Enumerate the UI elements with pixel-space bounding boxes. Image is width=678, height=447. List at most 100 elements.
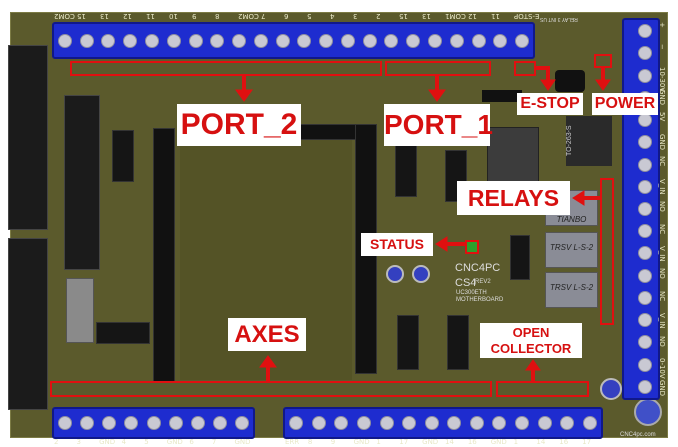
terminal-screw — [638, 313, 652, 328]
estop-label: E-STOP — [517, 93, 583, 115]
diode — [555, 70, 585, 92]
terminal-label: GND — [234, 438, 251, 446]
terminal-screw — [638, 135, 652, 150]
terminal-screw — [493, 33, 508, 48]
terminal-block-right — [622, 18, 660, 400]
terminal-screw — [168, 416, 183, 430]
pin-header-grey — [66, 278, 94, 343]
terminal-screw — [57, 33, 72, 48]
terminal-screw — [297, 33, 312, 48]
terminal-label: 1 — [376, 438, 381, 446]
terminal-screw — [58, 416, 73, 430]
terminal-screw — [101, 33, 116, 48]
status-label: STATUS — [361, 233, 433, 256]
terminal-screw — [402, 416, 417, 430]
status-led — [465, 240, 479, 254]
relay-3: TRSV L-S-2 — [545, 272, 598, 308]
terminal-screw — [124, 416, 139, 430]
terminal-screw — [471, 33, 486, 48]
terminal-screw — [638, 379, 652, 394]
terminal-screw — [537, 416, 552, 430]
terminal-screw — [144, 33, 159, 48]
terminal-screw — [638, 290, 652, 305]
status-arrow-head — [435, 236, 448, 252]
terminal-screw — [638, 268, 652, 283]
relay-2: TRSV L-S-2 — [545, 232, 598, 268]
terminal-screw — [424, 416, 439, 430]
terminal-label: 8 — [307, 438, 313, 446]
terminal-label: ERR — [285, 438, 300, 446]
terminal-screw — [638, 246, 652, 261]
terminal-screw — [123, 33, 138, 48]
relays-highlight — [600, 178, 614, 325]
terminal-label: 17 — [399, 438, 409, 446]
terminal-label: 5 — [144, 438, 149, 446]
terminal-screw — [638, 357, 652, 372]
terminal-screw — [428, 33, 443, 48]
ic-chip — [112, 130, 134, 182]
capacitor — [412, 265, 430, 283]
terminal-screw — [447, 416, 462, 430]
terminal-screw — [638, 46, 652, 61]
terminal-screw — [79, 33, 94, 48]
terminal-label: GND — [422, 438, 439, 446]
terminal-screw — [210, 33, 225, 48]
ic-chip — [510, 235, 530, 280]
terminal-screw — [492, 416, 507, 430]
terminal-label: 4 — [121, 438, 127, 446]
terminal-screw — [638, 157, 652, 172]
terminal-screw — [340, 33, 355, 48]
port-1-arrow-head — [428, 89, 446, 102]
potentiometer — [634, 398, 662, 426]
port-2-arrow-head — [235, 89, 253, 102]
relays-label: RELAYS — [457, 181, 570, 215]
terminal-label: 16 — [467, 438, 477, 446]
idc-connector-top — [8, 45, 48, 230]
terminal-screw — [362, 33, 377, 48]
terminal-screw — [515, 33, 530, 48]
estop-arrow — [535, 66, 550, 82]
terminal-screw — [102, 416, 117, 430]
terminal-screw — [449, 33, 464, 48]
terminal-screw — [406, 33, 421, 48]
model-label: CS4 — [455, 277, 477, 289]
microcontroller — [487, 127, 539, 185]
terminal-label: 16 — [559, 438, 569, 446]
terminal-label: 7 — [211, 438, 217, 446]
terminal-screw — [190, 416, 205, 430]
terminal-screw — [212, 416, 227, 430]
relays-arrow-head — [572, 190, 585, 206]
terminal-block-top — [52, 22, 535, 59]
terminal-screw — [188, 33, 203, 48]
open-collector-highlight — [496, 381, 589, 397]
terminal-label: 14 — [536, 438, 546, 446]
terminal-screw — [234, 416, 249, 430]
sub-label: UC300ETH — [456, 290, 487, 296]
terminal-label: GND — [490, 438, 507, 446]
capacitor — [386, 265, 404, 283]
terminal-label: 2 — [54, 438, 59, 446]
terminal-screw — [146, 416, 161, 430]
terminal-screw — [638, 202, 652, 216]
estop-arrow-head — [540, 79, 556, 91]
terminal-screw — [289, 416, 304, 430]
terminal-screw — [560, 416, 575, 430]
brand-logo: CNC4PC — [455, 262, 501, 274]
terminal-screw — [582, 416, 597, 430]
terminal-screw — [311, 416, 326, 430]
port-1-label: PORT_1 — [384, 104, 493, 146]
terminal-screw — [232, 33, 247, 48]
terminal-screw — [166, 33, 181, 48]
capacitor — [600, 378, 622, 400]
port-2-label: PORT_2 — [177, 104, 301, 146]
terminal-screw — [334, 416, 349, 430]
terminal-label: GND — [99, 438, 116, 446]
axes-label: AXES — [228, 318, 306, 351]
ic-chip — [397, 315, 419, 370]
terminal-screw — [253, 33, 268, 48]
port-1-highlight — [385, 61, 491, 76]
idc-connector-pt4 — [64, 95, 100, 270]
terminal-screw — [638, 179, 652, 194]
terminal-label: GND — [353, 438, 370, 446]
